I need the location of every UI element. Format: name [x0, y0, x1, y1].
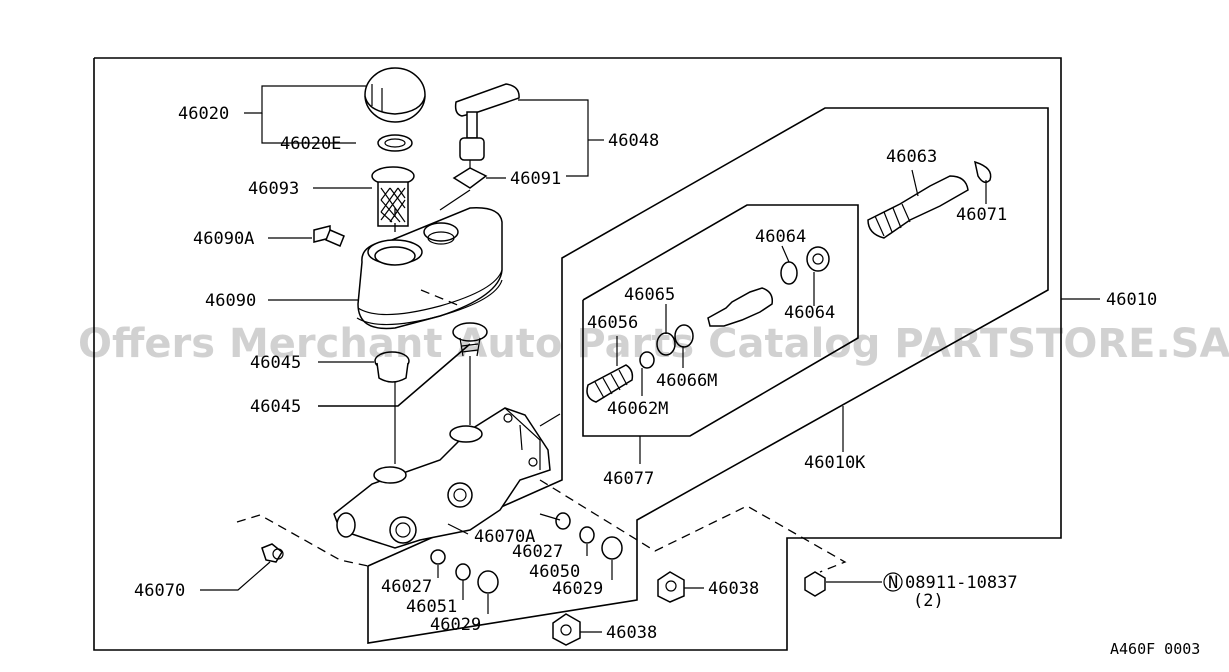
label-46066m: 46066M [656, 371, 717, 391]
label-46048: 46048 [608, 131, 659, 151]
reservoir-strainer [371, 166, 415, 227]
outer-frame [93, 57, 1062, 651]
watermark-text: Offers Merchant Auto Parts Catalog PARTS… [78, 321, 1229, 367]
label-46038-lower: 46038 [606, 623, 657, 643]
label-46010: 46010 [1106, 290, 1157, 310]
label-46051: 46051 [406, 597, 457, 617]
pushrod-boot [867, 175, 969, 239]
n-mark-letter: N [888, 573, 898, 593]
bolt-reference: N 08911-10837 (2) [883, 572, 1018, 611]
label-46045-lower: 46045 [250, 397, 301, 417]
label-46020e: 46020E [280, 134, 341, 154]
leader-lines [200, 85, 1100, 633]
label-46070: 46070 [134, 581, 185, 601]
secondary-piston [707, 246, 830, 327]
label-46090a: 46090A [193, 229, 254, 249]
label-46045-upper: 46045 [250, 353, 301, 373]
dashed-guide-right [539, 479, 847, 573]
label-46038-upper: 46038 [708, 579, 759, 599]
reservoir-tank [356, 207, 503, 330]
label-46071: 46071 [956, 205, 1007, 225]
label-46050: 46050 [529, 562, 580, 582]
master-cylinder-body [333, 407, 551, 549]
label-46093: 46093 [248, 179, 299, 199]
flare-nuts [552, 571, 826, 646]
label-46056: 46056 [587, 313, 638, 333]
level-sensor [452, 83, 520, 189]
label-46027-right: 46027 [512, 542, 563, 562]
label-46010k: 46010K [804, 453, 866, 473]
kit-boundary-46077 [582, 204, 859, 437]
label-46091: 46091 [510, 169, 561, 189]
label-46064-lower: 46064 [784, 303, 835, 323]
label-46020: 46020 [178, 104, 229, 124]
grommet-front [374, 351, 410, 383]
cap-gasket [377, 134, 413, 152]
label-46029-right: 46029 [552, 579, 603, 599]
kit-boundary-46010k [367, 107, 1049, 644]
bleeder-screw [261, 543, 284, 563]
label-46070a: 46070A [474, 527, 535, 547]
figure-code: A460F 0003 [1110, 640, 1200, 658]
bolt-part-code: 08911-10837 [905, 573, 1018, 593]
n-mark-circle [883, 572, 903, 592]
reservoir-cap [364, 67, 426, 123]
label-46090: 46090 [205, 291, 256, 311]
label-46063: 46063 [886, 147, 937, 167]
bolt-quantity: (2) [913, 591, 944, 611]
label-46027-left: 46027 [381, 577, 432, 597]
label-46065: 46065 [624, 285, 675, 305]
reservoir-bolt [313, 225, 345, 247]
label-46077: 46077 [603, 469, 654, 489]
label-46062m: 46062M [607, 399, 668, 419]
label-46029-left: 46029 [430, 615, 481, 635]
check-valves [430, 512, 623, 594]
label-46064-upper: 46064 [755, 227, 806, 247]
grommet-rear [452, 322, 488, 357]
retaining-ring [973, 160, 992, 183]
